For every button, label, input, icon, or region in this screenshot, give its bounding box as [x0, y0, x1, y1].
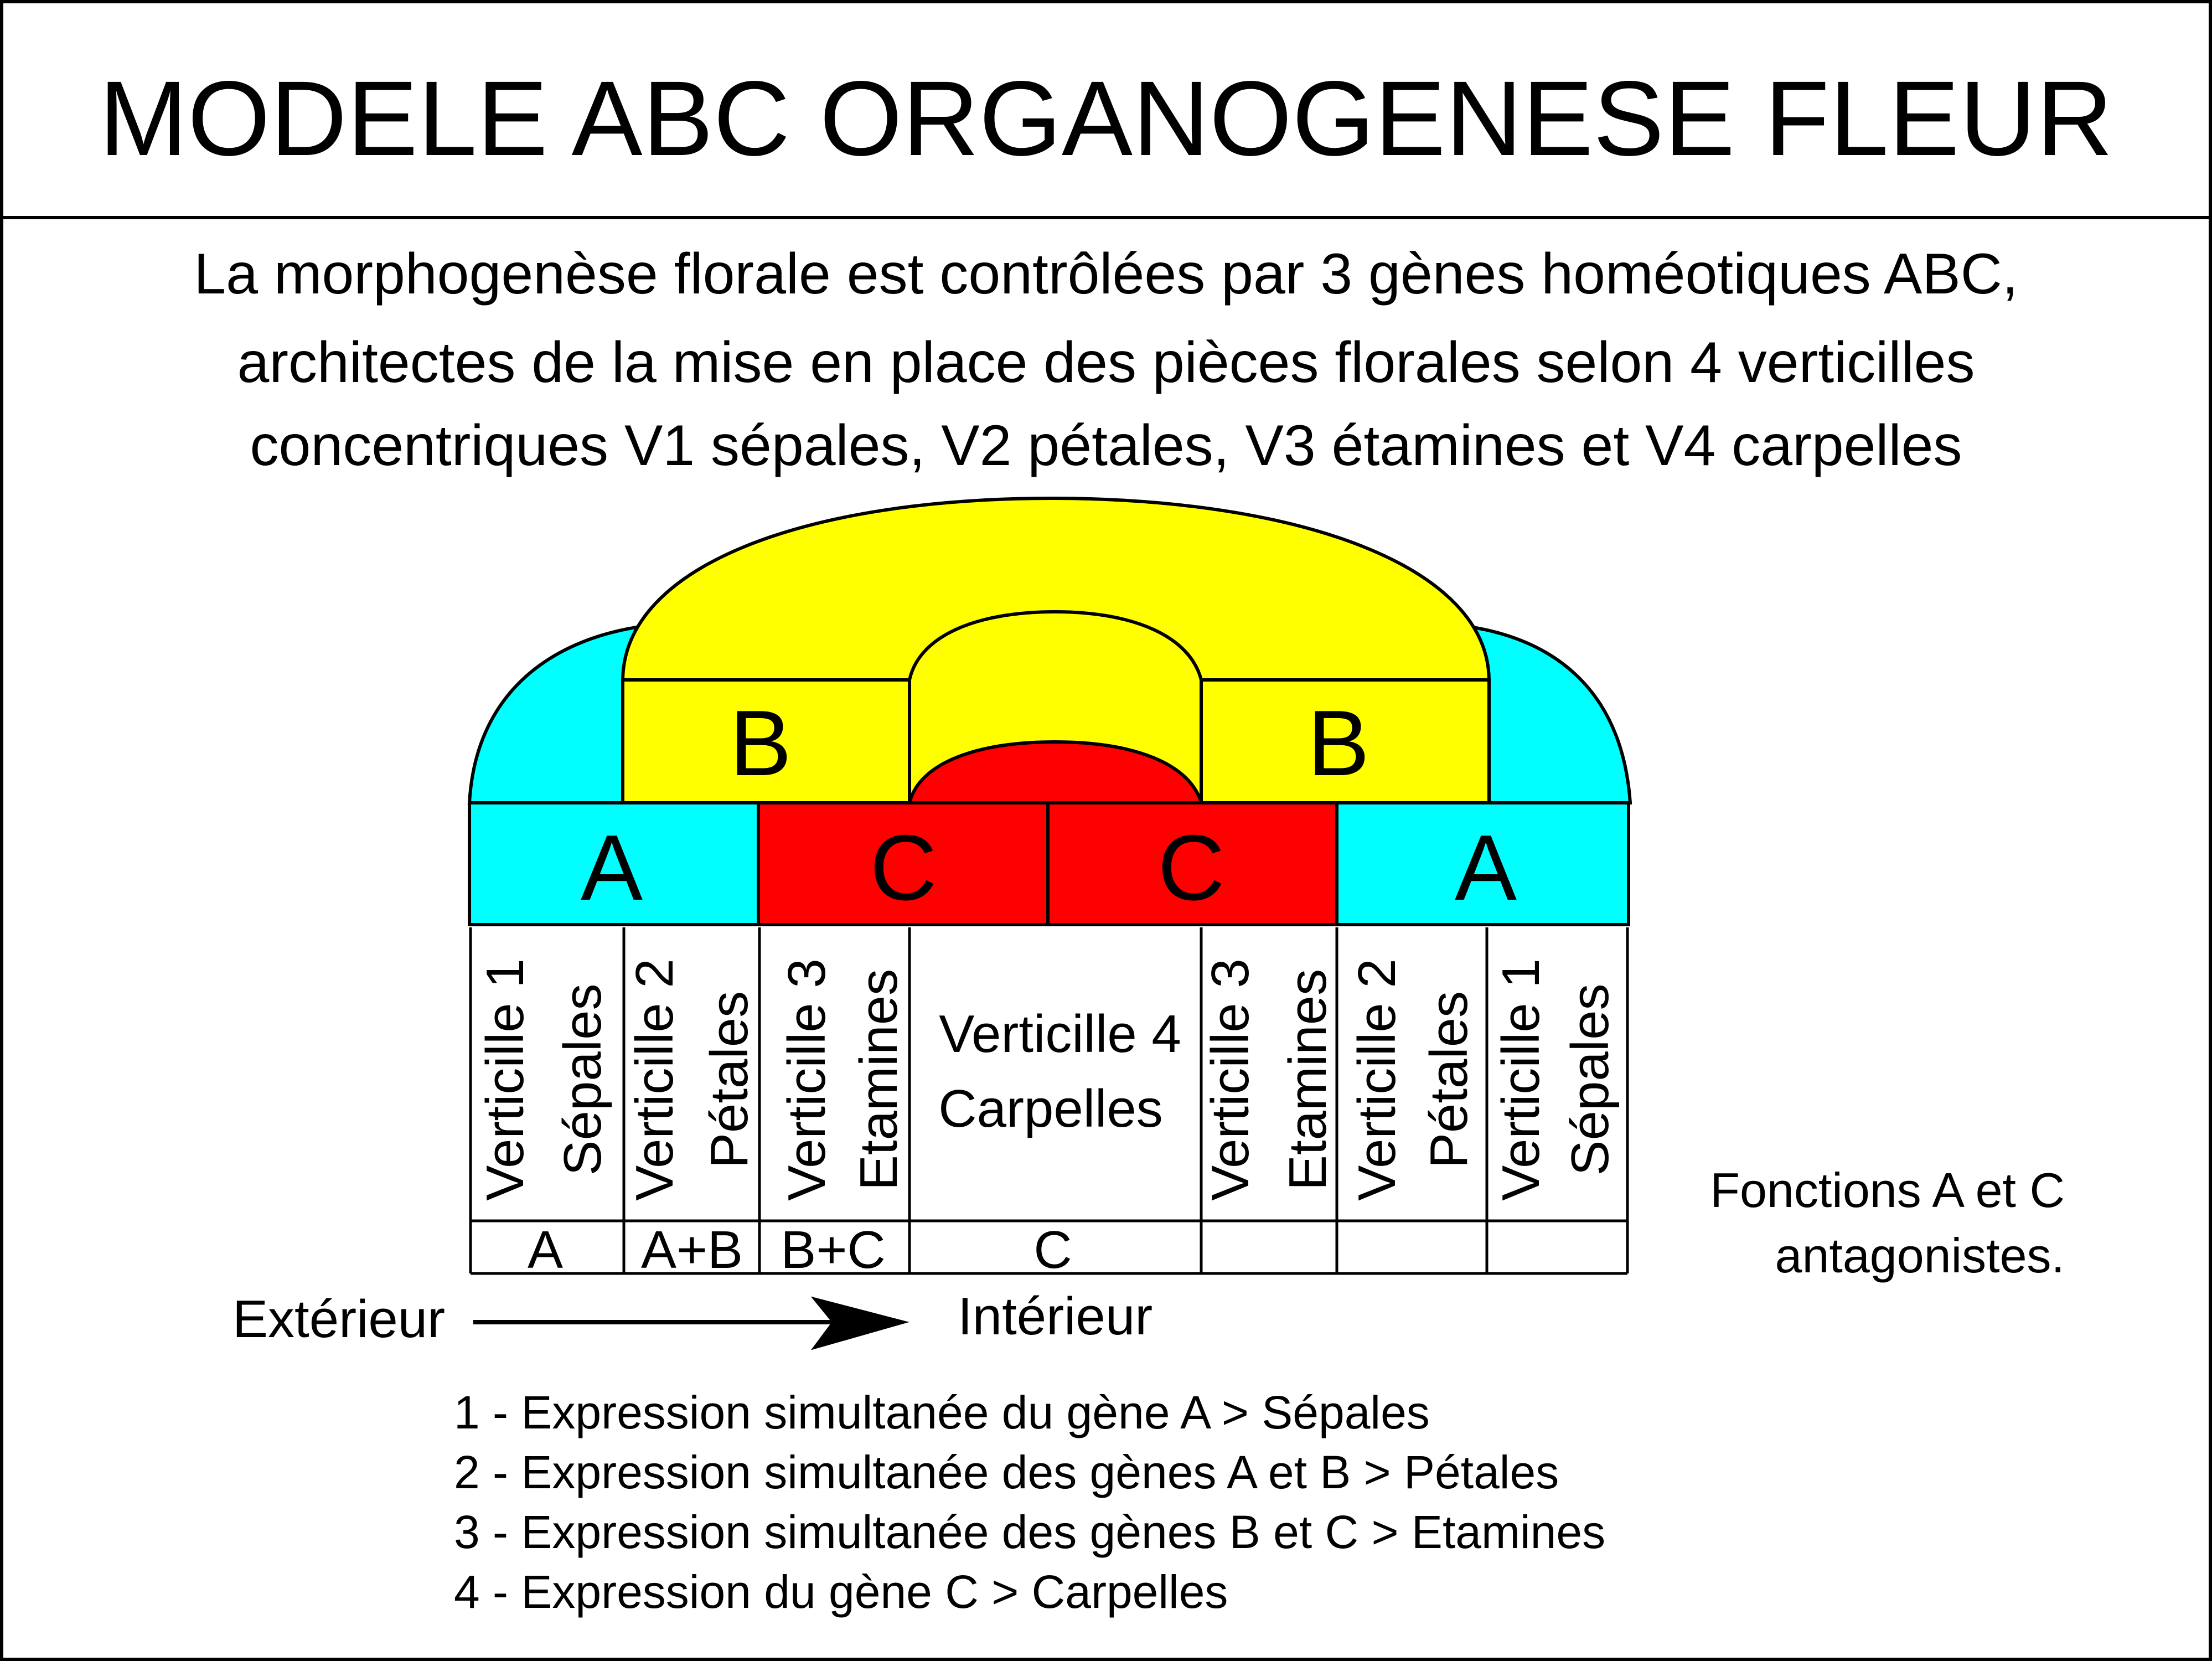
zone-a-right-label: A — [1455, 816, 1517, 920]
v1-left-genes: A — [528, 1220, 563, 1280]
zone-a-left — [468, 801, 760, 926]
note-line-2: antagonistes. — [1775, 1228, 2065, 1283]
intro-line-1: La morphogenèse florale est contrôlées p… — [194, 242, 2018, 306]
gene-c-dome — [907, 740, 1203, 804]
v3-left-genes: B+C — [781, 1220, 885, 1280]
v4-genes: C — [1033, 1220, 1072, 1280]
v3-right-organ: Etamines — [1278, 969, 1337, 1190]
v4-label: Verticille 4 — [939, 1004, 1181, 1064]
zone-a-left-label: A — [581, 816, 643, 920]
intro-line-3: concentriques V1 sépales, V2 pétales, V3… — [250, 414, 1962, 478]
v3-right-label: Verticille 3 — [1201, 958, 1260, 1201]
verticille-table — [469, 927, 1629, 1275]
v2-left-genes: A+B — [641, 1220, 743, 1280]
note-line-1: Fonctions A et C — [1710, 1163, 2065, 1218]
zone-a-right — [1335, 801, 1630, 926]
legend-item-3: 3 - Expression simultanée des gènes B et… — [454, 1506, 1605, 1558]
legend-item-2: 2 - Expression simultanée des gènes A et… — [454, 1446, 1559, 1498]
v1-right-organ: Sépales — [1560, 984, 1620, 1176]
zone-c-right — [1046, 801, 1338, 926]
zone-c-right-label: C — [1157, 816, 1224, 920]
legend-item-4: 4 - Expression du gène C > Carpelles — [454, 1566, 1228, 1618]
v2-left-organ: Pétales — [700, 991, 759, 1168]
v3-left-label: Verticille 3 — [777, 958, 836, 1201]
v3-left-organ: Etamines — [849, 969, 908, 1190]
page-title: MODELE ABC ORGANOGENESE FLEUR — [99, 59, 2113, 178]
v1-right-label: Verticille 1 — [1491, 958, 1551, 1201]
arrow-to-label: Intérieur — [958, 1287, 1152, 1346]
zone-b-right-label: B — [1307, 691, 1369, 795]
intro-line-2: architectes de la mise en place des pièc… — [237, 331, 1975, 395]
legend-item-1: 1 - Expression simultanée du gène A > Sé… — [454, 1386, 1430, 1438]
v4-organ: Carpelles — [938, 1079, 1163, 1138]
v2-left-label: Verticille 2 — [625, 958, 684, 1201]
arrow-from-label: Extérieur — [232, 1289, 445, 1349]
zone-b-left-label: B — [730, 691, 792, 795]
gene-b-box-left — [621, 678, 911, 804]
direction-arrow-head — [810, 1296, 909, 1350]
zone-c-left-label: C — [870, 816, 937, 920]
v2-right-label: Verticille 2 — [1347, 958, 1407, 1201]
v2-right-organ: Pétales — [1419, 991, 1479, 1168]
v1-left-organ: Sépales — [553, 984, 612, 1176]
v1-left-label: Verticille 1 — [476, 958, 535, 1201]
